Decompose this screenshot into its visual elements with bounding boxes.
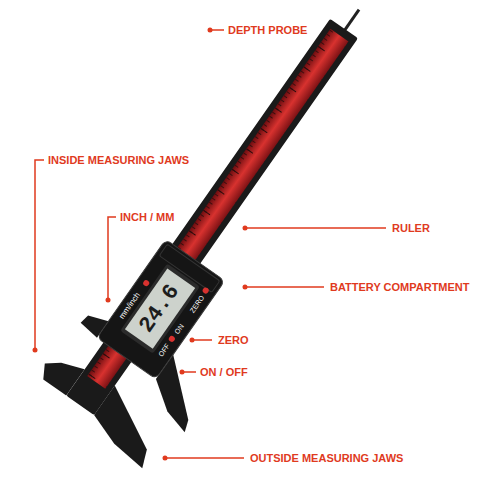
button-label: ON <box>173 323 185 336</box>
ruler-ticks <box>87 29 348 389</box>
ruler-ticks <box>87 29 348 389</box>
callout-label: RULER <box>392 222 430 234</box>
callout-label: ZERO <box>218 334 249 346</box>
callout-label: INSIDE MEASURING JAWS <box>48 154 189 166</box>
callout-label: INCH / MM <box>120 211 174 223</box>
unit-label: mm/inch <box>118 291 142 320</box>
power-button <box>168 335 176 343</box>
beam <box>66 19 358 415</box>
zero-button <box>202 286 210 294</box>
callout-label: DEPTH PROBE <box>228 24 307 36</box>
button-label: OFF <box>158 342 172 357</box>
callout-label: ON / OFF <box>200 366 248 378</box>
unit-button <box>142 279 150 287</box>
slider-body <box>97 239 225 379</box>
ruler-strip <box>87 29 348 389</box>
button-label: ZERO <box>188 294 205 314</box>
leader-dots <box>33 28 248 461</box>
callout-label: OUTSIDE MEASURING JAWS <box>250 452 403 464</box>
callout-label: BATTERY COMPARTMENT <box>330 281 470 293</box>
lcd-display <box>125 269 195 349</box>
leader-lines <box>35 30 386 458</box>
